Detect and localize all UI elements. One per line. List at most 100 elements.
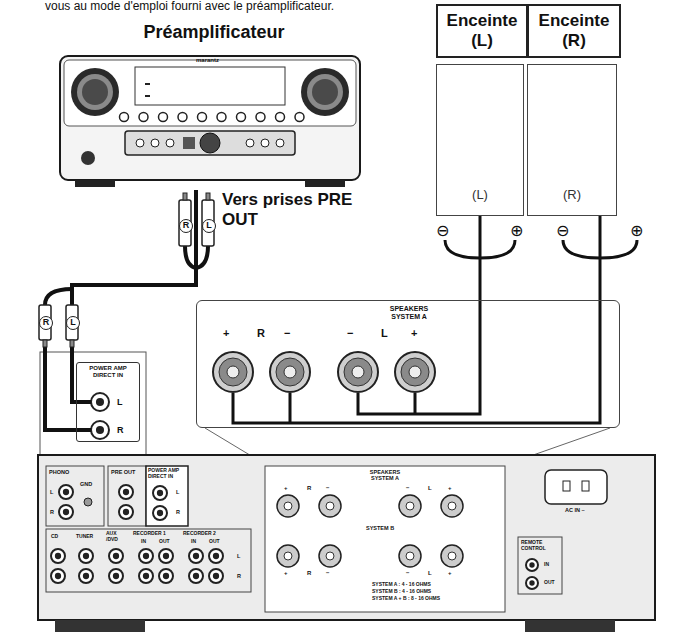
panel-marking: POWER AMP DIRECT IN (148, 468, 186, 480)
speaker-cabinet: (R) (527, 64, 617, 216)
panel-marking: SYSTEM B : 4 - 16 OHMS (372, 589, 431, 595)
rca-jack-center (163, 573, 169, 579)
ac-pin (582, 481, 589, 491)
display-mark (145, 95, 150, 97)
panel-marking: AC IN ~ (565, 507, 585, 513)
speakers-box (265, 466, 505, 612)
panel-binding-post-hole (326, 552, 334, 560)
display-mark (145, 83, 150, 85)
polarity-symbol: ⊕ (630, 222, 643, 240)
panel-binding-post (319, 545, 341, 567)
terminal-label: L (117, 397, 123, 407)
rca-jack-center (193, 553, 199, 559)
panel-binding-post (399, 545, 421, 567)
panel-marking: R (307, 485, 311, 492)
rear-panel (38, 455, 655, 620)
inputs-box (46, 529, 251, 592)
channel-mark: L (202, 219, 216, 233)
rca-plug-pin (206, 193, 210, 200)
terminal-label: L (381, 327, 388, 340)
rca-jack (91, 393, 109, 411)
rca-jack-center (83, 573, 89, 579)
preamp-foot (305, 180, 345, 187)
preamp-foot (75, 180, 115, 187)
rca-jack (119, 485, 133, 499)
panel-marking: SYSTEM A : 4 - 16 OHMS (372, 582, 431, 588)
front-button (276, 113, 285, 122)
ac-pin (563, 481, 570, 491)
panel-marking: PHONO (49, 469, 69, 475)
panel-binding-post-hole (406, 552, 414, 560)
channel-mark: R (179, 219, 193, 233)
rca-jack-center (529, 562, 534, 567)
rca-jack (139, 569, 153, 583)
panel-marking: CD (51, 534, 58, 540)
terminal-label: + (411, 327, 417, 340)
panel-marking: IN (191, 539, 196, 545)
front-button (139, 113, 148, 122)
rca-jack (189, 569, 203, 583)
rca-jack (153, 506, 167, 520)
rca-jack (51, 549, 65, 563)
panel-binding-post-hole (284, 552, 292, 560)
speaker-wire (479, 216, 482, 300)
rca-jack (59, 485, 73, 499)
binding-post-hole (409, 366, 421, 378)
panel-marking: OUT (159, 539, 170, 545)
amp-foot (525, 620, 615, 632)
rca-jack-center (96, 398, 104, 406)
rca-jack (51, 569, 65, 583)
strip-button (246, 139, 254, 147)
panel-marking: RECORDER 1 (133, 531, 166, 537)
binding-post (395, 352, 435, 392)
speaker-wire (358, 300, 480, 414)
strip-button (261, 139, 269, 147)
panel-marking: TUNER (76, 534, 93, 540)
panel-binding-post-hole (448, 502, 456, 510)
speaker-wire (233, 300, 600, 423)
rca-jack-center (113, 573, 119, 579)
panel-marking: RECORDER 2 (183, 531, 216, 537)
terminal-label: R (117, 425, 124, 435)
panel-marking: REMOTE CONTROL (521, 540, 561, 552)
display (135, 67, 285, 105)
rca-jack-center (157, 510, 163, 516)
panel-binding-post (277, 495, 299, 517)
rca-jack (526, 577, 538, 589)
panel-marking: GND (80, 481, 92, 487)
binding-post (270, 352, 310, 392)
rca-jack (209, 569, 223, 583)
rca-plug-pin (70, 340, 74, 347)
binding-post-ring (276, 358, 304, 386)
panel-marking: L (428, 485, 432, 492)
front-button (256, 113, 265, 122)
panel-marking: − (326, 570, 330, 577)
inset-bracket (40, 352, 146, 455)
rca-jack-center (55, 573, 61, 579)
gnd-screw (84, 498, 92, 506)
rca-jack (153, 486, 167, 500)
knob-ring (307, 74, 343, 110)
rca-jack-center (96, 426, 104, 434)
strip-button (166, 139, 174, 147)
rca-jack-center (143, 573, 149, 579)
rca-jack (91, 421, 109, 439)
rca-jack (109, 549, 123, 563)
rca-jack-center (83, 553, 89, 559)
channel-mark: R (39, 316, 53, 330)
rca-jack-center (113, 553, 119, 559)
panel-binding-post (441, 495, 463, 517)
strip-button (136, 139, 144, 147)
panel-binding-post-hole (406, 502, 414, 510)
panel-marking: − (406, 570, 410, 577)
center-knob (200, 133, 220, 153)
panel-marking: + (284, 570, 288, 577)
strip-button (276, 139, 284, 147)
panel-marking: PRE OUT (111, 469, 135, 475)
panel-marking: IN (544, 562, 549, 568)
rca-jack (159, 569, 173, 583)
terminal-inset: SPEAKERS SYSTEM A+R−−L+ (196, 300, 620, 428)
panel-binding-post (277, 545, 299, 567)
front-button (237, 113, 246, 122)
